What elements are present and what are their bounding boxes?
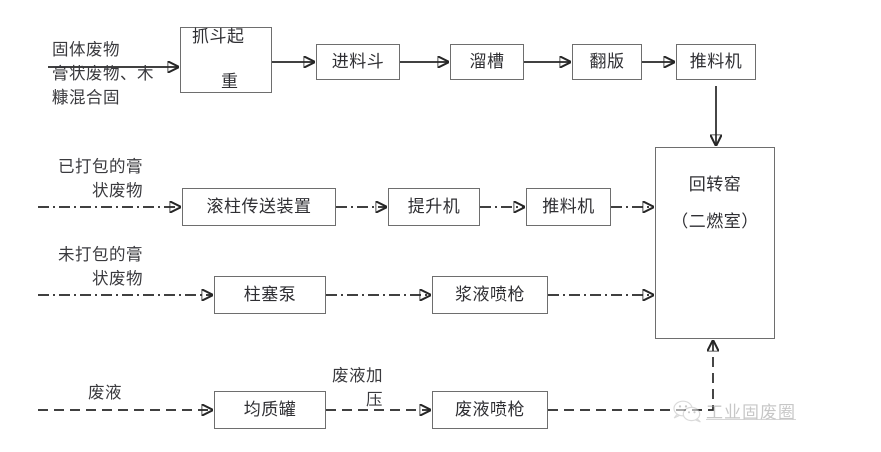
grab-crane-line2: 重	[221, 72, 239, 92]
node-slurry-spray-gun[interactable]: 浆液喷枪	[432, 276, 548, 314]
node-chute[interactable]: 溜槽	[450, 44, 524, 80]
watermark-text: 工业固废圈	[706, 403, 796, 422]
node-pusher-mid[interactable]: 推料机	[526, 188, 611, 226]
edge-label-waste-liquid-pressurize: 废液加 压	[332, 364, 383, 412]
node-elevator[interactable]: 提升机	[388, 188, 480, 226]
rotary-kiln-line1: 回转窑	[688, 175, 742, 194]
node-pusher-top[interactable]: 推料机	[676, 44, 756, 80]
input-label-solid-waste: 固体废物 膏状废物、木 糠混合固	[52, 38, 154, 110]
packed-paste-line2: 状废物	[92, 180, 143, 200]
node-waste-liquid-spray-gun[interactable]: 废液喷枪	[432, 391, 548, 429]
unpacked-paste-line1: 未打包的膏	[58, 245, 143, 264]
node-roller-conveyor[interactable]: 滚柱传送装置	[182, 188, 336, 226]
wechat-icon	[673, 400, 701, 423]
unpacked-paste-line2: 状废物	[92, 268, 143, 288]
node-homogenizing-tank[interactable]: 均质罐	[214, 391, 326, 429]
pressurize-line1: 废液加	[332, 366, 383, 385]
packed-paste-line1: 已打包的膏	[58, 157, 143, 176]
node-grab-crane[interactable]: 抓斗起 重	[180, 27, 272, 93]
input-label-waste-liquid: 废液	[88, 381, 122, 405]
node-feed-hopper[interactable]: 进料斗	[316, 44, 400, 80]
waste-liquid-line1: 废液	[88, 383, 122, 402]
solid-waste-line2: 膏状废物、木	[52, 63, 154, 83]
input-label-packed-paste: 已打包的膏 状废物	[58, 155, 143, 203]
solid-waste-line3: 糠混合固	[52, 87, 120, 107]
edge-wastegun-to-kiln	[548, 341, 713, 411]
pressurize-line2: 压	[366, 389, 383, 409]
node-flip-plate[interactable]: 翻版	[572, 44, 642, 80]
rotary-kiln-line2: （二燃室）	[671, 211, 759, 231]
watermark: 工业固废圈	[672, 398, 796, 423]
input-label-unpacked-paste: 未打包的膏 状废物	[58, 243, 143, 291]
node-plunger-pump[interactable]: 柱塞泵	[214, 276, 326, 314]
solid-waste-line1: 固体废物	[52, 40, 120, 59]
node-rotary-kiln[interactable]: 回转窑 （二燃室）	[655, 147, 775, 339]
grab-crane-line1: 抓斗起	[192, 26, 245, 46]
